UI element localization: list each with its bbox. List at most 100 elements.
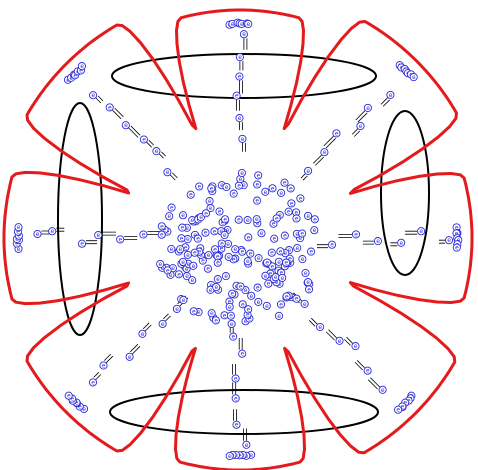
electron-label: e xyxy=(240,170,244,177)
electron-label: e xyxy=(241,136,245,143)
electron-marker xyxy=(178,257,188,266)
electron-label: e xyxy=(209,282,213,289)
electron-label: e xyxy=(278,281,282,288)
electron-marker xyxy=(287,199,296,208)
electron-trail xyxy=(159,151,166,159)
electron-trail xyxy=(308,317,318,327)
electron-marker xyxy=(221,215,230,224)
electron-label: e xyxy=(36,231,40,238)
electron-marker xyxy=(296,194,305,203)
electron-label: e xyxy=(230,291,234,298)
electron-marker xyxy=(234,215,243,224)
electron-label: e xyxy=(256,220,260,227)
electron-label: e xyxy=(192,263,196,270)
electron-label: e xyxy=(16,229,20,236)
electron-marker xyxy=(138,329,147,338)
electron-marker xyxy=(316,322,325,332)
electron-label: e xyxy=(204,230,208,237)
electron-label: e xyxy=(185,266,189,273)
electron-marker xyxy=(276,247,285,256)
electron-label: e xyxy=(185,225,189,232)
electron-label: e xyxy=(226,241,230,248)
electron-label: e xyxy=(260,230,264,237)
electron-marker xyxy=(236,282,245,291)
electron-label: e xyxy=(455,230,459,237)
electron-label: e xyxy=(142,137,146,144)
electron-label: e xyxy=(15,241,19,248)
electron-label: e xyxy=(70,396,74,403)
bottom-electrode-ring xyxy=(109,389,379,435)
electron-label: e xyxy=(169,272,173,279)
electron-label: e xyxy=(241,301,245,308)
electron-marker xyxy=(270,234,279,243)
electron-trail xyxy=(112,107,124,120)
electron-label: e xyxy=(223,312,227,319)
left-electrode-ring xyxy=(57,102,103,336)
electron-label: e xyxy=(238,74,242,81)
electron-marker xyxy=(220,230,229,240)
electron-marker xyxy=(267,248,276,257)
electron-marker xyxy=(253,180,262,189)
electron-marker xyxy=(292,294,301,303)
electron-label: e xyxy=(323,149,327,156)
electron-label: e xyxy=(455,245,459,252)
electron-label: e xyxy=(304,270,308,277)
electron-label: e xyxy=(192,308,196,315)
electron-label: e xyxy=(228,453,232,460)
electron-trail xyxy=(232,382,237,395)
electron-label: e xyxy=(197,309,201,316)
electron-label: e xyxy=(15,236,19,243)
electron-marker xyxy=(253,283,262,292)
electron-label: e xyxy=(283,180,287,187)
electron-marker xyxy=(48,227,57,236)
electron-label: e xyxy=(198,249,202,256)
electron-label: e xyxy=(376,238,380,245)
electron-label: e xyxy=(160,223,164,230)
electron-trail xyxy=(323,135,336,149)
electron-marker xyxy=(452,243,461,252)
electron-label: e xyxy=(313,227,317,234)
electron-marker xyxy=(226,311,235,320)
electron-marker xyxy=(174,270,183,279)
electron-label: e xyxy=(313,216,317,223)
electron-trail xyxy=(351,128,361,137)
electron-label: e xyxy=(249,452,253,459)
electron-marker xyxy=(210,245,220,254)
electron-marker xyxy=(244,305,253,314)
electron-label: e xyxy=(255,198,259,205)
electron-label: e xyxy=(91,92,95,99)
electron-label: e xyxy=(269,271,273,278)
electron-marker xyxy=(163,266,172,275)
electron-marker xyxy=(139,135,148,144)
electron-marker xyxy=(190,248,199,257)
electron-trail xyxy=(95,95,104,104)
electron-marker xyxy=(356,121,365,131)
electron-marker xyxy=(280,178,289,187)
electron-label: e xyxy=(170,246,174,253)
electron-label: e xyxy=(306,279,310,286)
electron-trail xyxy=(233,409,237,421)
particle-trails xyxy=(41,38,445,441)
electron-label: e xyxy=(216,253,220,260)
electron-label: e xyxy=(283,263,287,270)
electron-label: e xyxy=(274,274,278,281)
electrode-rings xyxy=(57,53,430,435)
electron-marker xyxy=(33,229,42,239)
electron-label: e xyxy=(159,261,163,268)
electron-marker xyxy=(221,272,230,281)
electron-label: e xyxy=(171,265,175,272)
electron-marker xyxy=(152,147,161,156)
electron-marker xyxy=(320,148,329,157)
electron-label: e xyxy=(201,258,205,265)
electron-label: e xyxy=(288,256,292,263)
electron-label: e xyxy=(166,267,170,274)
electron-marker xyxy=(211,316,220,325)
electron-marker xyxy=(444,236,454,245)
electron-marker xyxy=(193,234,202,243)
electron-marker xyxy=(262,301,271,310)
electron-trail xyxy=(56,227,65,232)
electron-label: e xyxy=(163,227,167,234)
electron-label: e xyxy=(79,68,83,75)
electron-label: e xyxy=(294,209,298,216)
